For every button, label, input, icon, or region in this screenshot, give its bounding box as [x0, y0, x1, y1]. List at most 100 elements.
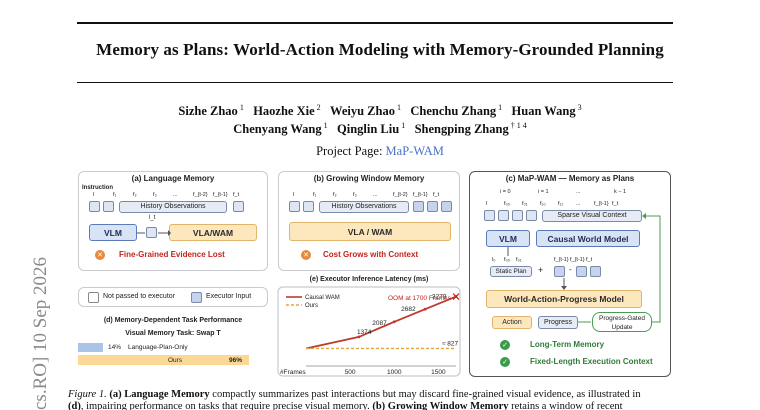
project-link[interactable]: MaP-WAM — [385, 144, 444, 158]
panel-b-token: f_{t-2} — [393, 192, 408, 198]
panel-c-vlm: VLM — [486, 230, 530, 247]
panel-c-prog-token: f_{t-1} — [554, 257, 569, 263]
panel-b-warning-icon: ✕ — [301, 250, 311, 260]
panel-a-token: f₃ — [153, 192, 157, 198]
panel-c-token: f_{t-1} — [594, 201, 609, 207]
panel-a-frame-first — [89, 201, 100, 212]
chart-frame — [277, 286, 461, 377]
authors-line-1: Sizhe Zhao 1 Haozhe Xie 2 Weiyu Zhao 1 C… — [60, 103, 700, 119]
panel-b-token: ... — [373, 192, 378, 198]
panel-a-plan-token — [146, 227, 157, 238]
panel-c-span-token: k − 1 — [614, 189, 627, 195]
panel-d-ours-value: 96% — [229, 357, 243, 364]
panel-a-arrows — [137, 230, 171, 236]
panel-b-token: f₁ — [313, 192, 317, 198]
panel-c-prog-dash: - — [569, 265, 572, 274]
project-label: Project Page: — [316, 144, 383, 158]
panel-c-token: ... — [576, 201, 581, 207]
legend-entry: Causal WAM — [305, 295, 340, 301]
panel-c-span-token: i = 0 — [500, 189, 511, 195]
x-tick-label: 1500 — [431, 369, 446, 376]
panel-d-ours-label: Ours — [168, 357, 183, 364]
panel-c-plan-token: f₀₀ — [504, 257, 511, 263]
author-affiliation: 1 — [399, 121, 406, 130]
panel-c-token: f₀₀ — [504, 201, 511, 207]
author-name: Weiyu Zhao — [330, 104, 395, 119]
author-affiliation: 3 — [575, 103, 582, 112]
author-affiliation: 1 — [394, 103, 401, 112]
panel-c-token: I — [486, 201, 488, 207]
panel-a-lt: l_t — [149, 215, 156, 221]
author-name: Sizhe Zhao — [178, 104, 238, 119]
author-name: Shengping Zhang — [414, 122, 509, 137]
caption-line-1: Figure 1. (a) Language Memory compactly … — [68, 389, 708, 401]
panel-b-history: History Observations — [319, 201, 409, 213]
title-rule — [77, 82, 673, 83]
top-rule — [77, 22, 673, 24]
panel-c-token: f₀₁ — [522, 201, 528, 207]
caption-b-label: (b) Growing Window Memory — [372, 401, 509, 410]
panel-a-token: f_{t-1} — [213, 192, 228, 198]
panel-b-frame-a — [413, 201, 424, 212]
panel-a-issue: Fine-Grained Evidence Lost — [119, 250, 225, 259]
author-name: Haozhe Xie — [253, 104, 315, 119]
panel-b-frame-second — [303, 201, 314, 212]
panel-c-progress: Progress — [538, 316, 578, 329]
panel-a-token: f_t — [233, 192, 240, 198]
caption-text-2b: retains a window of recent — [508, 401, 623, 410]
oom-marker — [452, 293, 460, 300]
panel-c-frame-4 — [526, 210, 537, 221]
legend-box: Not passed to executor Executor Input — [78, 287, 268, 307]
panel-c-token: f_t — [612, 201, 619, 207]
panel-b-frame-b — [427, 201, 438, 212]
author-name: Chenchu Zhang — [410, 104, 497, 119]
panel-b-issue: Cost Grows with Context — [323, 250, 419, 259]
panel-a-token: f₁ — [113, 192, 117, 198]
panel-c-frame-3 — [512, 210, 523, 221]
panel-c-check-icon-1: ✓ — [500, 340, 510, 350]
panel-c-prog-token: f_{t-1} — [570, 257, 585, 263]
panel-e-title: (e) Executor Inference Latency (ms) — [309, 276, 429, 283]
data-label: ≈ 827 — [442, 340, 459, 347]
panel-c-benefit-1: Long-Term Memory — [530, 340, 605, 349]
panel-c-action: Action — [492, 316, 532, 329]
data-label: 2087 — [372, 320, 387, 327]
panel-c-check-icon-2: ✓ — [500, 357, 510, 367]
panel-a-title: (a) Language Memory — [131, 174, 215, 183]
series-point — [392, 320, 396, 324]
panel-c-static-plan: Static Plan — [490, 266, 532, 277]
caption-text-1: compactly summarizes past interactions b… — [209, 389, 641, 400]
panel-c-wapm: World-Action-Progress Model — [486, 290, 642, 308]
panel-d-baseline-bar — [78, 343, 103, 352]
panel-a-token: ... — [173, 192, 178, 198]
authors-line-2: Chenyang Wang 1 Qinglin Liu 1 Shengping … — [60, 121, 700, 137]
author-affiliation: 1 — [321, 121, 328, 130]
panel-c-span-token: ... — [576, 189, 581, 195]
panel-b-frame-first — [289, 201, 300, 212]
panel-d-baseline-label: Language-Plan-Only — [128, 344, 188, 351]
instruction-label: Instruction — [82, 185, 113, 191]
author-affiliation: † 1 4 — [508, 121, 527, 130]
panel-a-token: I — [93, 192, 95, 198]
author-name: Qinglin Liu — [337, 122, 400, 137]
panel-b-token: f_{t-1} — [413, 192, 428, 198]
series-point — [357, 335, 361, 339]
oom-annotation: OOM at 1700 Frames — [388, 295, 452, 302]
panel-c-arrows — [507, 213, 661, 323]
panel-c-sparse: Sparse Visual Context — [542, 210, 642, 222]
panel-a-frame-last — [233, 201, 244, 212]
author-name: Huan Wang — [511, 104, 576, 119]
arxiv-stamp: cs.RO] 10 Sep 2026 — [30, 256, 51, 410]
panel-b-vlawam: VLA / WAM — [289, 222, 451, 241]
panel-task-performance: (d) Memory-Dependent Task Performance Vi… — [78, 317, 268, 377]
panel-a-token: f₂ — [133, 192, 137, 198]
caption-fig-label: Figure 1. — [68, 389, 107, 400]
panel-a-token: f_{t-2} — [193, 192, 208, 198]
panel-c-update: Progress-Gated Update — [592, 312, 652, 332]
data-label: 3279 — [432, 294, 447, 301]
panel-a-vlm: VLM — [89, 224, 137, 241]
paper-title: Memory as Plans: World-Action Modeling w… — [96, 40, 664, 59]
